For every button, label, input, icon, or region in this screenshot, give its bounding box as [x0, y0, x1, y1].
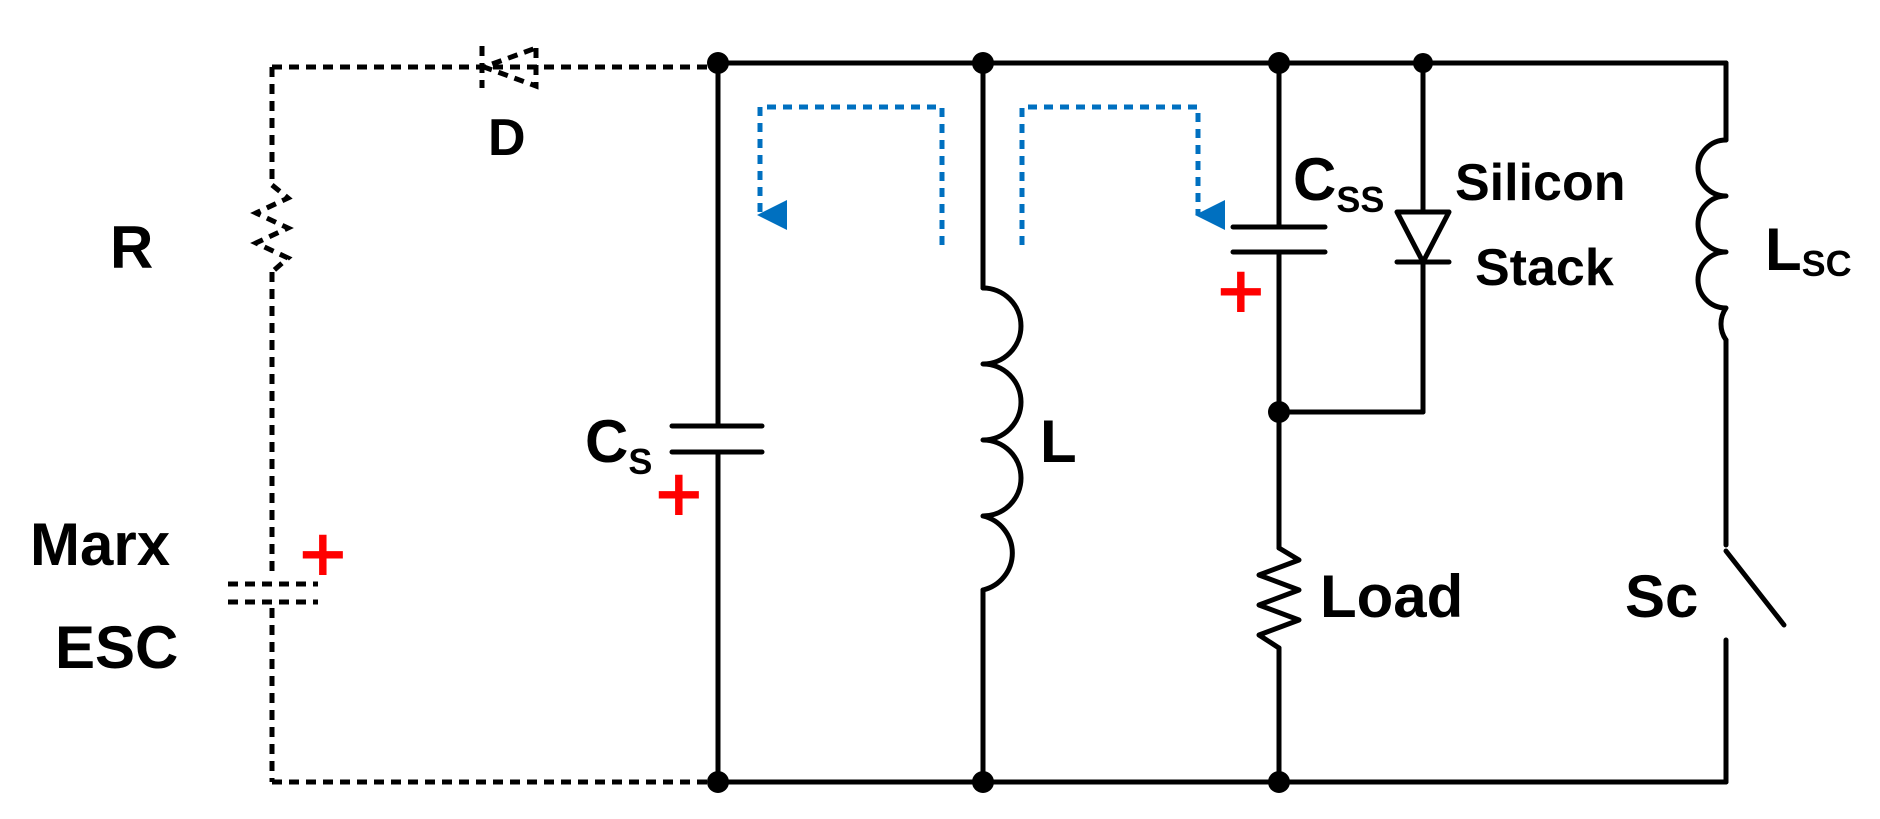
label-cs: CS — [585, 408, 652, 482]
label-d: D — [488, 109, 526, 167]
junction-dot — [707, 52, 729, 74]
r-resistor-zigzag — [250, 183, 294, 274]
junction-dot — [972, 771, 994, 793]
junction-dot — [1268, 52, 1290, 74]
label-marx: Marx — [30, 511, 170, 578]
current-flow-arrow-right — [1019, 104, 1225, 245]
marx-charging-circuit — [228, 44, 718, 785]
load-resistor-zigzag — [1256, 545, 1302, 651]
label-css: CSS — [1293, 146, 1384, 220]
label-r: R — [110, 214, 153, 281]
l-inductor-coil — [980, 285, 1024, 593]
lsc-switch-branch — [1695, 60, 1787, 785]
label-esc: ESC — [55, 614, 178, 681]
l-inductor-branch — [980, 60, 1024, 785]
junction-dot — [1413, 53, 1433, 73]
polarity-plus-cs: + — [652, 457, 706, 531]
lsc-inductor-coil — [1695, 137, 1729, 343]
d-diode-icon — [476, 44, 539, 90]
label-stack: Stack — [1475, 239, 1614, 297]
current-flow-arrow-left — [757, 104, 945, 245]
silicon-stack-branch — [1276, 60, 1452, 415]
label-silicon: Silicon — [1455, 154, 1625, 212]
label-sc: Sc — [1625, 563, 1698, 630]
polarity-plus-css: + — [1214, 254, 1268, 328]
junction-dot — [972, 52, 994, 74]
cs-capacitor-branch — [669, 60, 765, 785]
label-load: Load — [1320, 563, 1463, 630]
sc-switch-blade — [1723, 548, 1787, 628]
css-load-branch — [1230, 60, 1328, 785]
label-l: L — [1040, 408, 1077, 475]
junction-dot — [1268, 401, 1290, 423]
silicon-stack-diode-icon — [1394, 209, 1452, 265]
junction-dot — [1268, 771, 1290, 793]
polarity-plus-marx: + — [296, 517, 350, 591]
label-lsc: LSC — [1765, 216, 1852, 284]
junction-dot — [707, 771, 729, 793]
